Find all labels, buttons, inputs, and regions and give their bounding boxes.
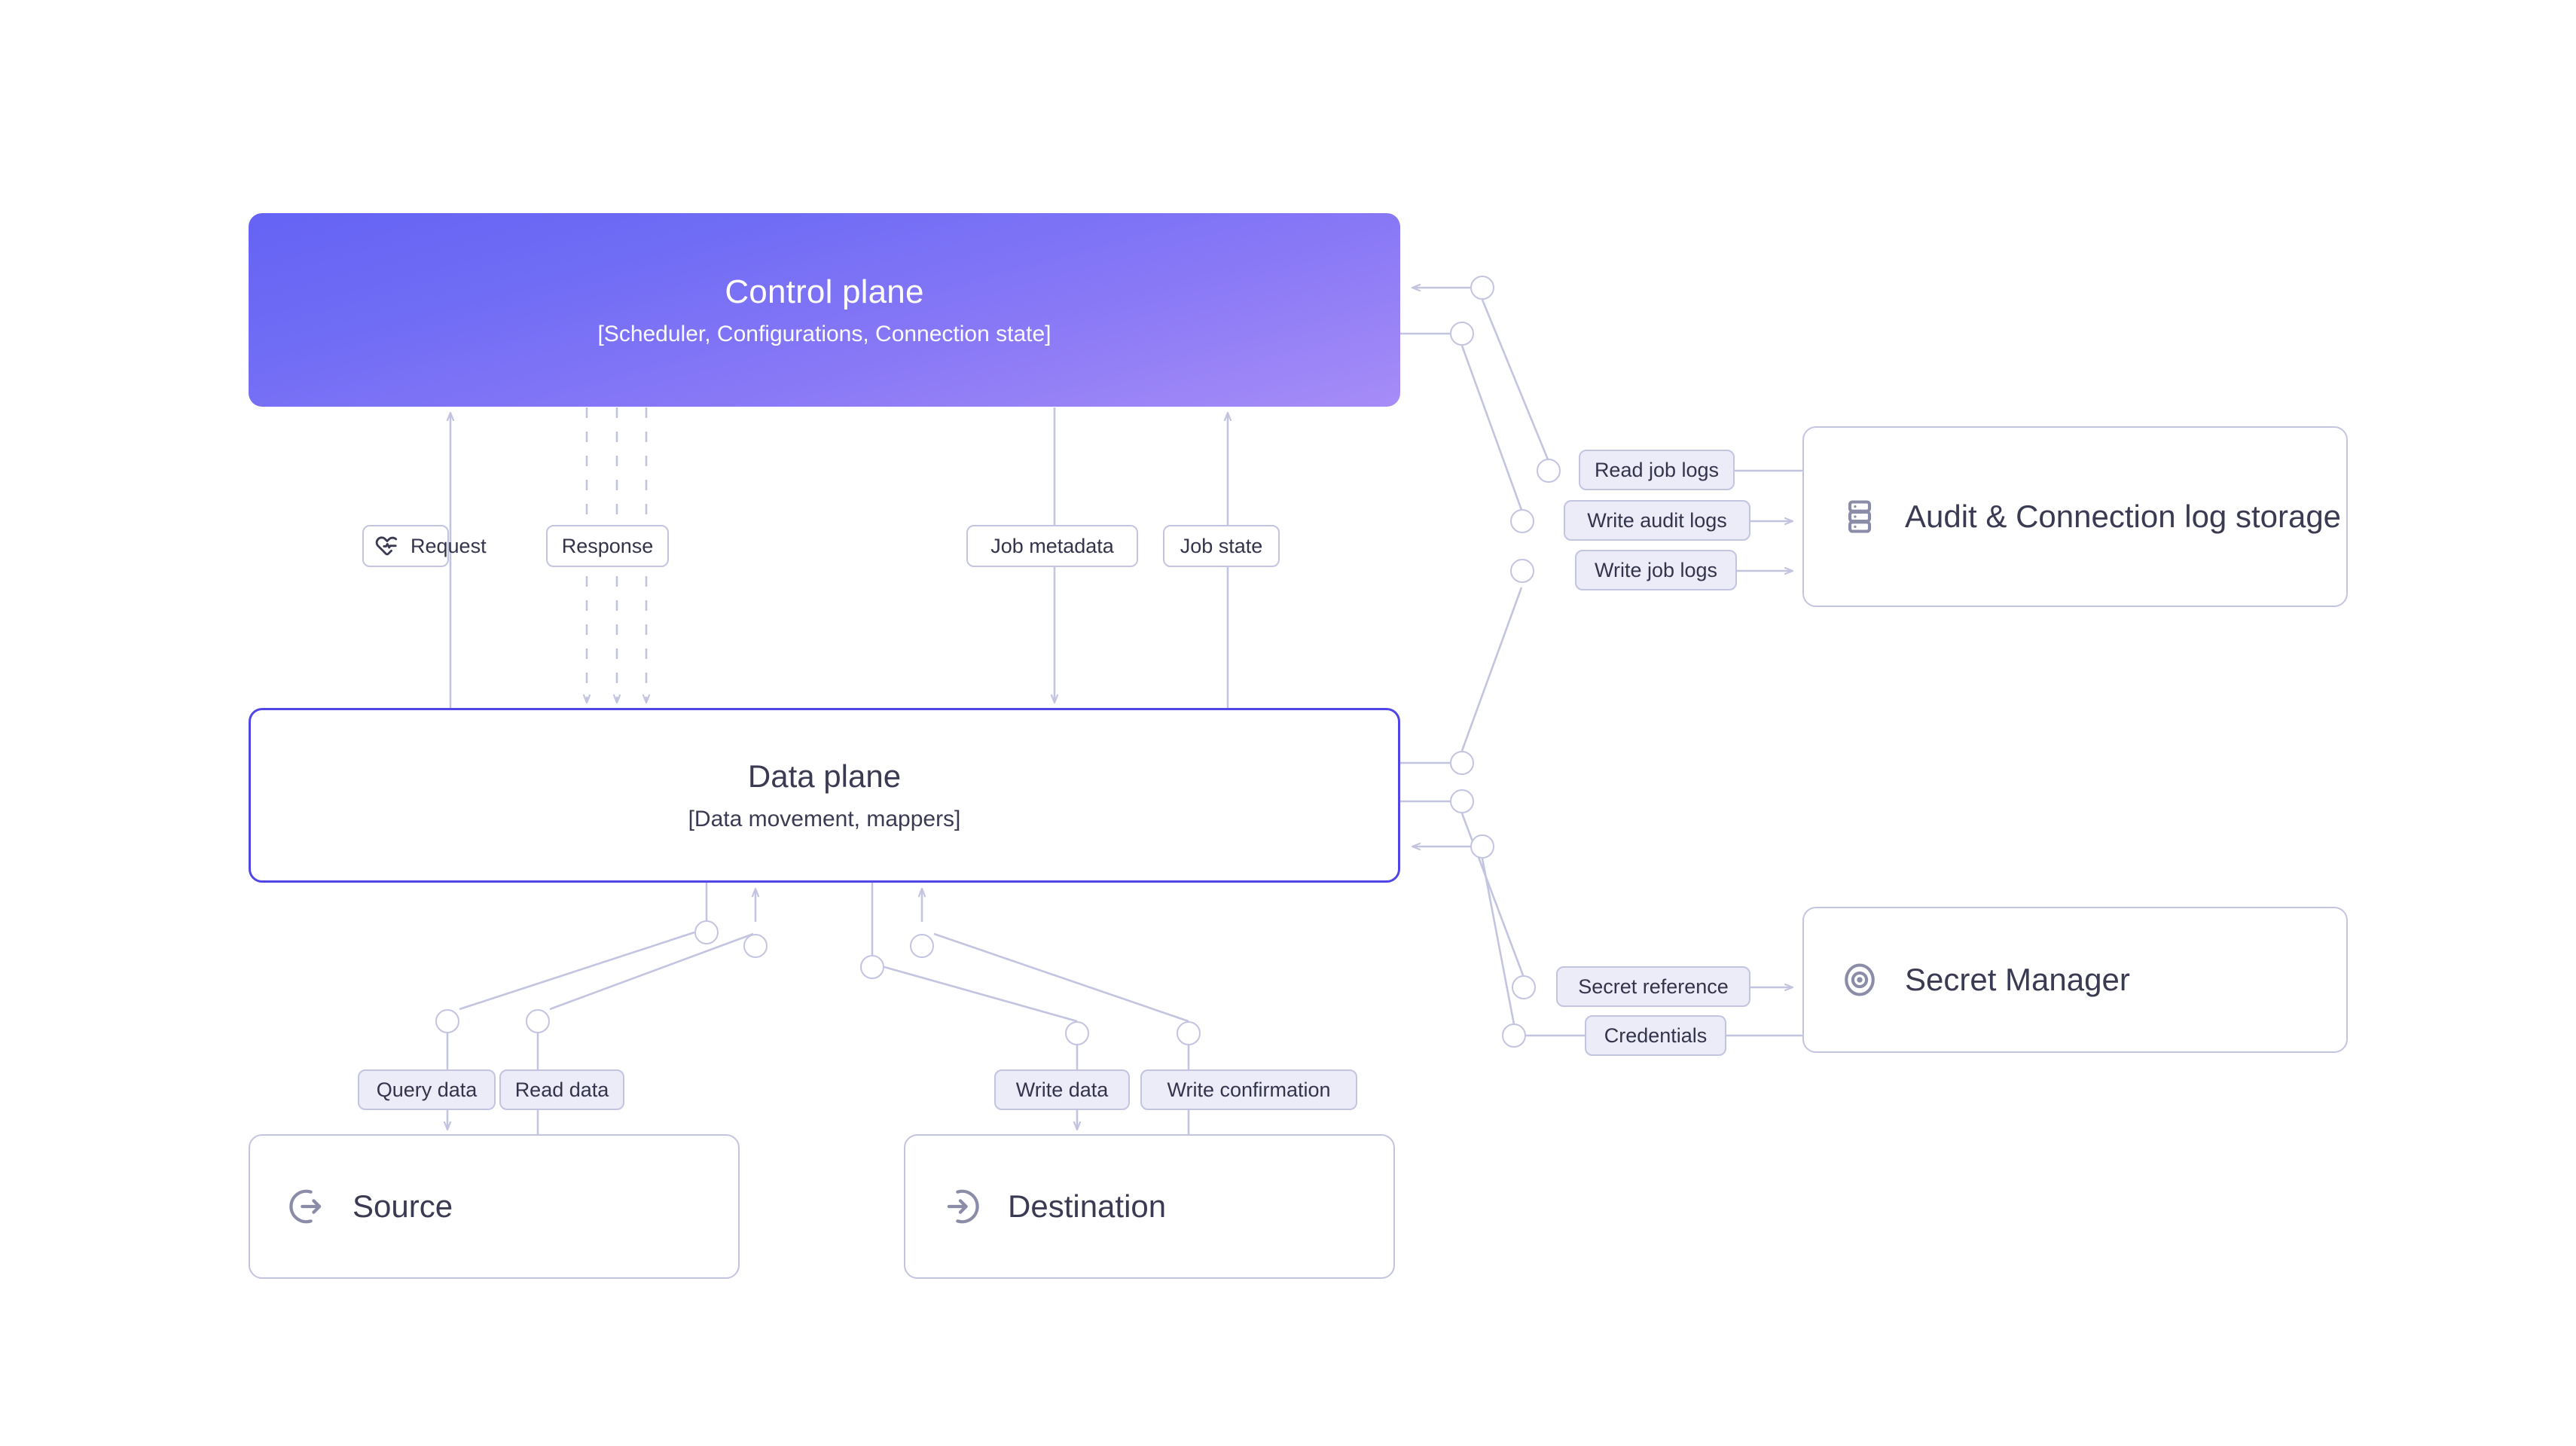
edge-label-write-confirmation-text: Write confirmation xyxy=(1167,1078,1331,1101)
edge-label-write-audit-logs-text: Write audit logs xyxy=(1587,508,1727,532)
secret-manager-label: Secret Manager xyxy=(1905,962,2130,998)
edge-label-write-job-logs[interactable]: Write job logs xyxy=(1575,550,1737,590)
connector-node-audit-write xyxy=(1510,509,1534,533)
connector-node-secret-ref-end xyxy=(1512,975,1536,999)
edge-label-request-text: Request xyxy=(411,534,487,557)
connector-node-secret-reference xyxy=(1450,789,1474,813)
control-plane-title: Control plane xyxy=(725,273,924,310)
connector-node-confirm-top xyxy=(910,934,934,958)
eye-target-icon xyxy=(1840,960,1879,999)
connector-node-write-audit-logs xyxy=(1450,322,1474,346)
data-plane-title: Data plane xyxy=(747,758,902,794)
edge-label-secret-reference-text: Secret reference xyxy=(1578,975,1729,998)
connector-node-credentials-end xyxy=(1502,1023,1526,1048)
data-plane-subtitle: [Data movement, mappers] xyxy=(688,807,961,831)
edge-label-job-metadata[interactable]: Job metadata xyxy=(966,525,1138,567)
edge-label-secret-reference[interactable]: Secret reference xyxy=(1556,966,1750,1007)
edge-label-credentials-text: Credentials xyxy=(1604,1023,1708,1047)
audit-log-storage-box[interactable]: Audit & Connection log storage xyxy=(1802,426,2348,607)
edge-label-request[interactable]: Request xyxy=(362,525,487,567)
connector-node-confirm-bottom xyxy=(1177,1021,1201,1045)
edge-label-credentials[interactable]: Credentials xyxy=(1585,1015,1726,1056)
edge-label-write-data-text: Write data xyxy=(1015,1078,1109,1101)
connector-node-read-bottom xyxy=(526,1009,550,1033)
destination-label: Destination xyxy=(1008,1188,1167,1225)
edge-label-job-metadata-text: Job metadata xyxy=(990,534,1114,557)
edge-label-job-state[interactable]: Job state xyxy=(1163,525,1280,567)
edge-label-write-confirmation[interactable]: Write confirmation xyxy=(1140,1069,1357,1110)
arrow-out-circle-icon xyxy=(286,1186,327,1227)
server-rack-icon xyxy=(1840,497,1879,536)
connector-node-audit-joblogs xyxy=(1510,559,1534,583)
connector-node-query-bottom xyxy=(435,1009,459,1033)
connector-node-audit-read xyxy=(1537,459,1561,483)
edge-label-response[interactable]: Response xyxy=(546,525,669,567)
audit-log-storage-label: Audit & Connection log storage xyxy=(1905,499,2342,535)
edge-label-read-data-text: Read data xyxy=(514,1078,609,1101)
connector-node-query-top xyxy=(694,920,719,944)
connector-node-write-top xyxy=(860,955,884,979)
control-plane-box[interactable]: Control plane [Scheduler, Configurations… xyxy=(249,213,1400,407)
edge-label-response-text: Response xyxy=(561,534,654,557)
data-plane-box[interactable]: Data plane [Data movement, mappers] xyxy=(249,708,1400,883)
edge-label-read-job-logs[interactable]: Read job logs xyxy=(1579,450,1735,490)
source-label: Source xyxy=(353,1188,453,1225)
connector-node-read-job-logs xyxy=(1470,276,1494,300)
edge-label-job-state-text: Job state xyxy=(1180,534,1263,557)
heart-pulse-icon xyxy=(374,533,400,559)
source-box[interactable]: Source xyxy=(249,1134,740,1279)
connector-node-credentials xyxy=(1470,834,1494,859)
control-plane-subtitle: [Scheduler, Configurations, Connection s… xyxy=(597,321,1051,346)
edge-label-read-data[interactable]: Read data xyxy=(499,1069,624,1110)
connector-node-write-job-logs xyxy=(1450,751,1474,775)
secret-manager-box[interactable]: Secret Manager xyxy=(1802,907,2348,1053)
connector-node-read-top xyxy=(743,934,768,958)
connector-node-write-bottom xyxy=(1065,1021,1089,1045)
edge-label-read-job-logs-text: Read job logs xyxy=(1594,458,1720,481)
edge-label-query-data[interactable]: Query data xyxy=(358,1069,496,1110)
edge-label-write-job-logs-text: Write job logs xyxy=(1594,558,1718,581)
edge-label-write-data[interactable]: Write data xyxy=(994,1069,1130,1110)
arrow-in-circle-icon xyxy=(942,1186,982,1227)
edge-label-query-data-text: Query data xyxy=(376,1078,478,1101)
edge-label-write-audit-logs[interactable]: Write audit logs xyxy=(1564,500,1750,541)
destination-box[interactable]: Destination xyxy=(904,1134,1395,1279)
